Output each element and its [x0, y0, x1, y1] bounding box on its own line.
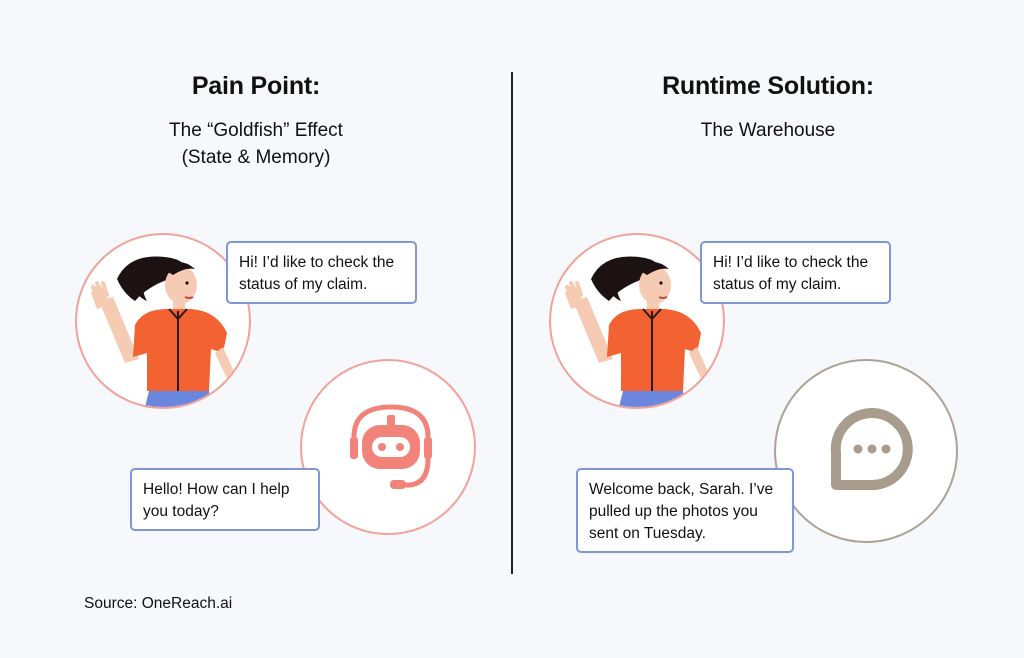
user-message-bubble: Hi! I’d like to check the status of my c…	[226, 241, 417, 304]
pain-point-subtitle: The “Goldfish” Effect (State & Memory)	[0, 117, 512, 171]
panel-divider	[511, 72, 513, 574]
runtime-solution-heading: Runtime Solution:	[662, 72, 874, 100]
robot-headset-icon	[350, 404, 432, 489]
runtime-solution-subtitle: The Warehouse	[700, 120, 836, 141]
source-credit: Source: OneReach.ai	[84, 595, 233, 612]
assistant-message-bubble: Welcome back, Sarah. I’ve pulled up the …	[576, 468, 794, 553]
user-avatar-circle	[549, 233, 725, 409]
pain-point-subtitle-line1: The “Goldfish” Effect	[169, 120, 343, 141]
pain-point-heading: Pain Point:	[191, 72, 321, 100]
assistant-avatar-circle	[774, 359, 958, 543]
pain-point-subtitle-line2: (State & Memory)	[181, 147, 331, 168]
user-avatar-circle	[75, 233, 251, 409]
chat-bubble-icon	[830, 408, 913, 491]
bot-message-bubble: Hello! How can I help you today?	[130, 468, 320, 531]
user-message-bubble: Hi! I’d like to check the status of my c…	[700, 241, 891, 304]
bot-avatar-circle	[300, 359, 476, 535]
woman-waving-illustration	[565, 256, 713, 407]
woman-waving-illustration	[91, 256, 239, 407]
pain-point-panel: Pain Point: The “Goldfish” Effect (State…	[0, 0, 512, 600]
runtime-solution-panel: Runtime Solution: The Warehouse Hi! I’d …	[512, 0, 1024, 600]
